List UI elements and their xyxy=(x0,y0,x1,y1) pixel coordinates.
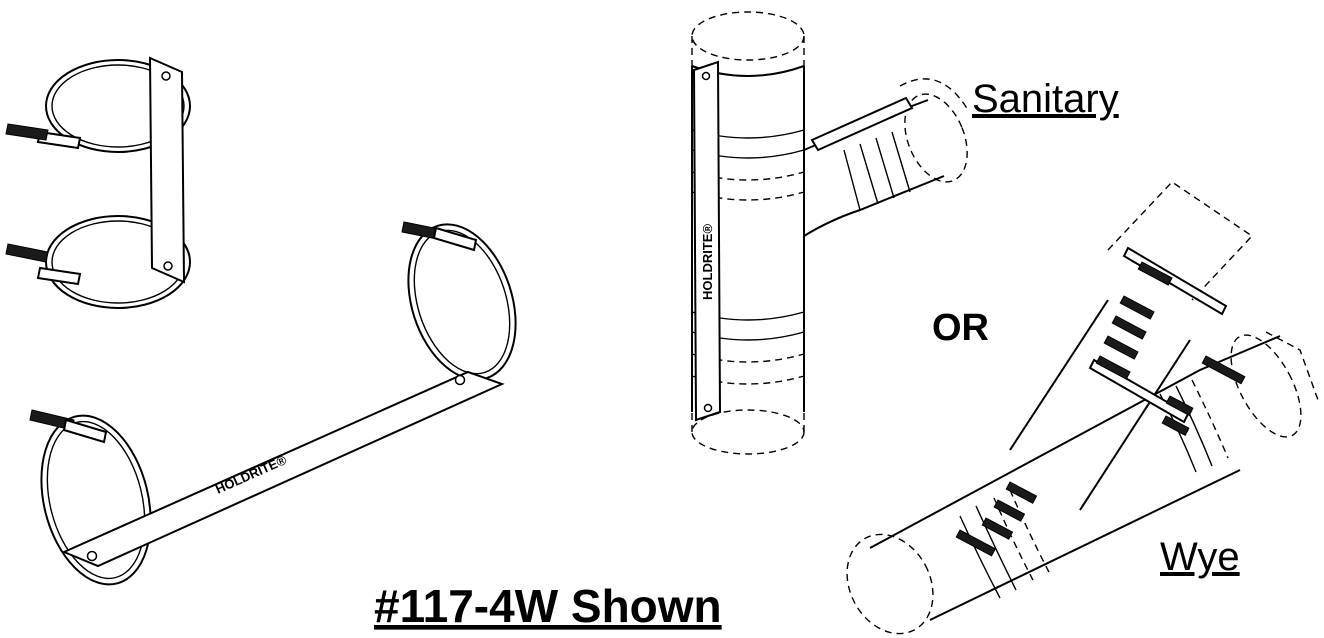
hose-clamp-left xyxy=(29,409,108,444)
hose-clamp-top xyxy=(5,123,82,150)
wye-label: Wye xyxy=(1160,535,1240,579)
vertical-pipe-bracket xyxy=(5,56,191,309)
sanitary-label: Sanitary xyxy=(972,77,1119,121)
wye-hose-clamps xyxy=(955,261,1246,557)
model-shown-caption: #117-4W Shown xyxy=(374,580,722,632)
hose-clamp-bottom xyxy=(5,243,82,286)
sanitary-tee-fitting: HOLDRITE® xyxy=(691,11,969,455)
brand-name-tee: HOLDRITE® xyxy=(700,224,715,300)
or-label: OR xyxy=(932,307,989,349)
hose-clamp-right xyxy=(401,221,478,252)
horizontal-pipe-bracket: HOLDRITE® xyxy=(29,221,517,586)
wye-fitting xyxy=(846,181,1319,635)
tee-brand-marking: HOLDRITE® xyxy=(700,224,715,300)
